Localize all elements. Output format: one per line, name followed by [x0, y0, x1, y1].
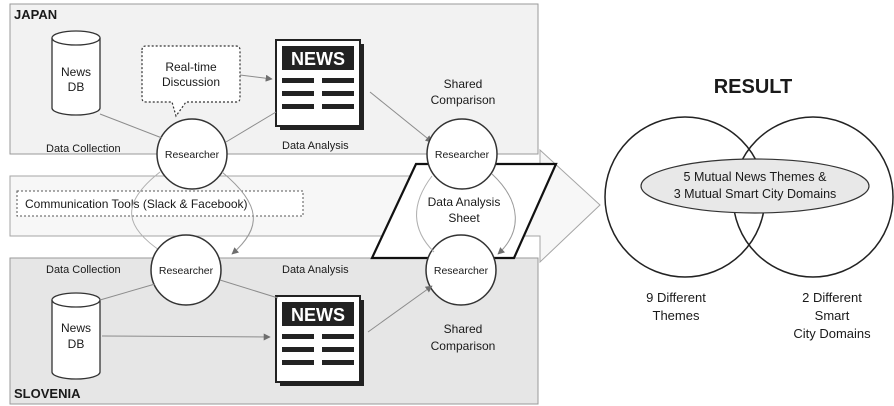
communication-tools-box	[16, 190, 304, 217]
slovenia-news-db-label-1: News	[61, 321, 91, 335]
japan-researcher-label: Researcher	[165, 149, 220, 161]
result-mutual-line-1: 5 Mutual News Themes &	[684, 170, 828, 184]
japan-news-db-label-2: DB	[68, 80, 85, 94]
japan-news-to-shared-arrow	[369, 91, 433, 143]
slovenia-researcher-node	[150, 234, 222, 306]
japan-data-analysis-label: Data Analysis	[282, 140, 349, 152]
researcher-exchange-curve-right	[221, 171, 254, 255]
japan-newspaper-icon	[275, 39, 364, 130]
japan-data-collection-label: Data Collection	[46, 143, 121, 155]
result-title: RESULT	[714, 76, 793, 98]
communication-tools-label: Communication Tools (Slack & Facebook)	[25, 197, 248, 211]
japan-researcher-node	[156, 118, 228, 190]
japan-researcher-to-news-line	[225, 111, 277, 143]
slovenia-data-analysis-label: Data Analysis	[282, 264, 349, 276]
result-right-diff-line-2: Smart	[815, 308, 850, 323]
slovenia-news-db-label-2: DB	[68, 337, 85, 351]
slovenia-researcher-label: Researcher	[159, 265, 214, 277]
japan-discussion-bubble	[141, 45, 241, 118]
result-mutual-ellipse	[640, 158, 870, 214]
result-mutual-line-2: 3 Mutual Smart City Domains	[674, 187, 837, 201]
slovenia-news-db-cylinder	[51, 292, 101, 380]
shared-exchange-curve-right	[491, 173, 516, 255]
slovenia-shared-label-1: Shared	[444, 322, 483, 336]
data-analysis-sheet	[370, 162, 558, 260]
japan-bubble-to-news-arrow	[239, 74, 273, 82]
japan-db-to-researcher-line	[99, 113, 163, 139]
researcher-exchange-curve-left	[131, 171, 163, 253]
japan-discussion-label-2: Discussion	[162, 75, 220, 89]
slovenia-researcher-to-db-line	[99, 283, 156, 301]
japan-label: JAPAN	[14, 7, 57, 22]
slovenia-shared-label-2: Comparison	[431, 339, 496, 353]
result-left-diff-line-1: 9 Different	[646, 290, 706, 305]
japan-discussion-label-1: Real-time	[165, 60, 217, 74]
slovenia-label: SLOVENIA	[14, 386, 81, 401]
japan-shared-label-1: Shared	[444, 77, 483, 91]
result-left-diff-line-2: Themes	[653, 308, 700, 323]
japan-shared-label-2: Comparison	[431, 93, 496, 107]
japan-news-icon-label: NEWS	[291, 49, 345, 69]
japan-news-db-cylinder	[51, 30, 101, 116]
result-right-diff-line-1: 2 Different	[802, 290, 862, 305]
japan-shared-researcher-node	[426, 118, 498, 190]
slovenia-researcher-to-news-line	[219, 279, 279, 299]
shared-exchange-curve-left	[416, 175, 435, 253]
slovenia-news-to-shared-arrow	[367, 285, 433, 333]
slovenia-newspaper-icon	[275, 295, 364, 386]
slovenia-shared-researcher-node	[425, 234, 497, 306]
japan-news-db-label-1: News	[61, 65, 91, 79]
data-analysis-sheet-label-1: Data Analysis	[428, 195, 501, 209]
slovenia-shared-researcher-label: Researcher	[434, 265, 489, 277]
slovenia-news-icon-label: NEWS	[291, 305, 345, 325]
slovenia-data-collection-label: Data Collection	[46, 264, 121, 276]
japan-shared-researcher-label: Researcher	[435, 149, 490, 161]
result-right-diff-line-3: City Domains	[793, 326, 871, 341]
data-analysis-sheet-label-2: Sheet	[448, 211, 480, 225]
slovenia-db-to-news-arrow	[101, 333, 271, 341]
